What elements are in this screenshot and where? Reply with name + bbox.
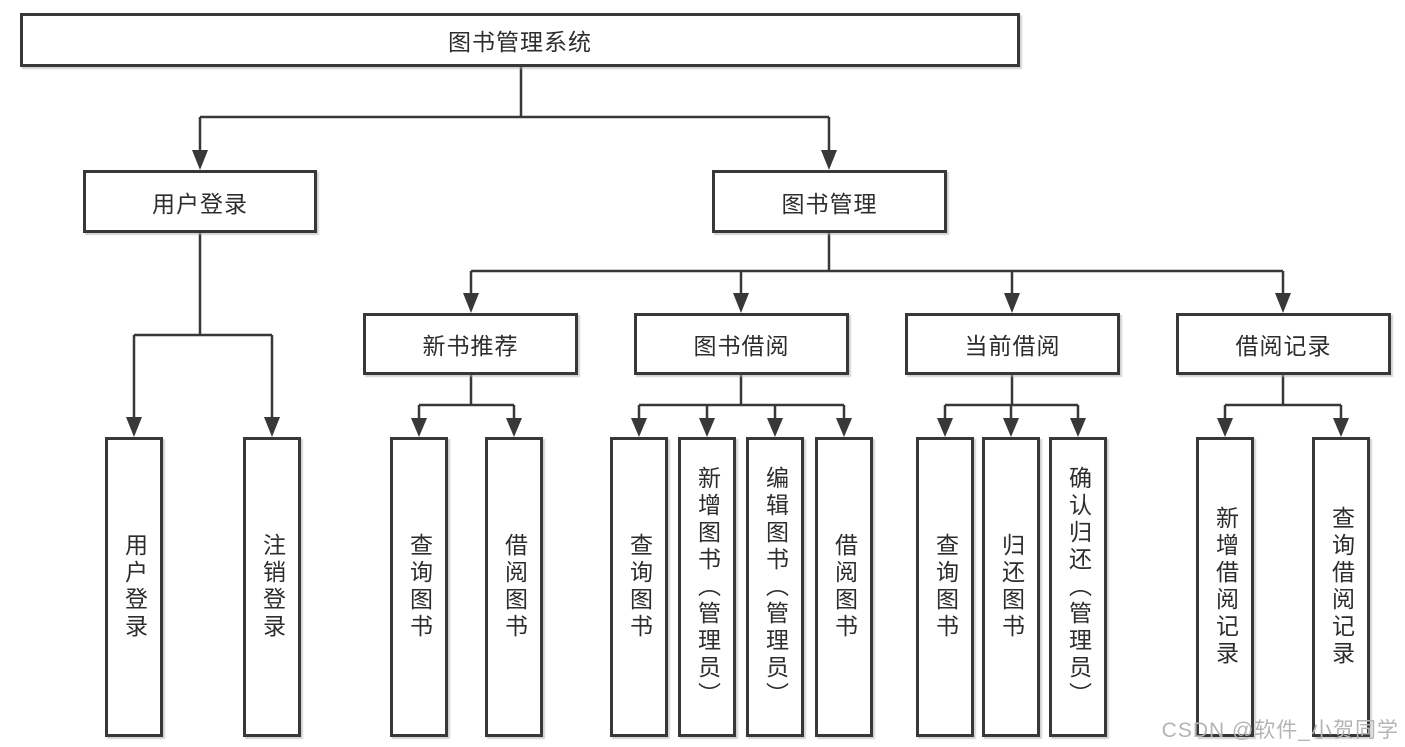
node-book-management: 图书管理 (712, 170, 947, 233)
node-user-login-action: 用户登录 (105, 437, 163, 737)
csdn-watermark: CSDN @软件_小贺同学 (1161, 719, 1399, 742)
node-query-books-borrow: 查询图书 (610, 437, 668, 737)
node-current-borrowing: 当前借阅 (905, 313, 1120, 375)
node-borrow-books: 借阅图书 (815, 437, 873, 737)
node-label: 注销登录 (259, 533, 286, 641)
node-book-management-system: 图书管理系统 (20, 13, 1020, 67)
node-label: 新增借阅记录 (1212, 506, 1239, 668)
node-label: 确认归还（管理员） (1065, 465, 1092, 709)
node-edit-books-admin: 编辑图书（管理员） (746, 437, 804, 737)
node-label: 新增图书（管理员） (694, 465, 721, 709)
node-label: 查询图书 (932, 533, 959, 641)
node-borrowing-records: 借阅记录 (1176, 313, 1391, 375)
node-user-login: 用户登录 (83, 170, 317, 233)
node-label: 借阅图书 (501, 533, 528, 641)
node-logout: 注销登录 (243, 437, 301, 737)
node-label: 查询图书 (626, 533, 653, 641)
node-add-borrow-record: 新增借阅记录 (1196, 437, 1254, 737)
node-query-books-recommend: 查询图书 (390, 437, 448, 737)
node-return-books: 归还图书 (982, 437, 1040, 737)
node-label: 用户登录 (121, 533, 148, 641)
node-confirm-return-admin: 确认归还（管理员） (1049, 437, 1107, 737)
node-label: 编辑图书（管理员） (762, 465, 789, 709)
node-query-borrow-record: 查询借阅记录 (1312, 437, 1370, 737)
node-label: 归还图书 (998, 533, 1025, 641)
node-book-borrowing: 图书借阅 (634, 313, 849, 375)
node-label: 查询借阅记录 (1328, 506, 1355, 668)
node-borrow-books-recommend: 借阅图书 (485, 437, 543, 737)
node-label: 查询图书 (406, 533, 433, 641)
node-query-books-current: 查询图书 (916, 437, 974, 737)
node-new-book-recommendation: 新书推荐 (363, 313, 578, 375)
node-label: 借阅图书 (831, 533, 858, 641)
node-add-books-admin: 新增图书（管理员） (678, 437, 736, 737)
